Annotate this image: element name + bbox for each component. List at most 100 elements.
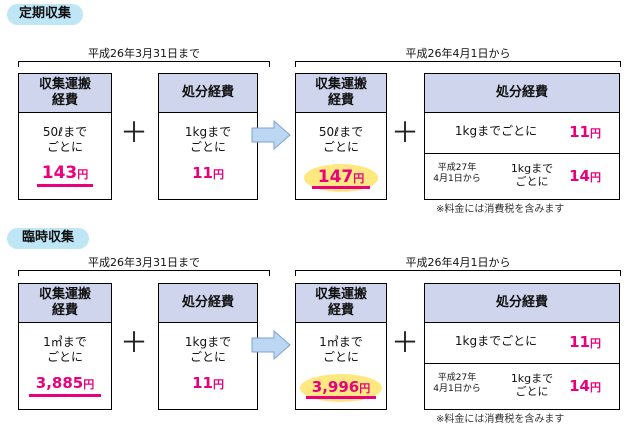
bracket-tick: [269, 270, 270, 276]
old-collection-box: 収集運搬 経費 1㎥まで ごとに 3,885円: [18, 283, 112, 410]
collection-header-line1: 収集運搬: [314, 287, 367, 302]
bracket-tick: [295, 61, 296, 67]
old-price-value: 3,885: [35, 374, 84, 392]
section-title-pill: 定期収集: [7, 4, 83, 25]
disposal-unit-line2: ごとに: [189, 140, 226, 154]
disposal-row1-label: 1kgまでごとに: [454, 334, 538, 348]
new-disposal-price1: 11円: [555, 332, 615, 354]
new-collection-box: 収集運搬 経費 50ℓまで ごとに 147円: [295, 73, 387, 200]
unit-text: 50ℓまで ごとに: [296, 125, 386, 155]
plus-sign: ＋: [119, 326, 148, 359]
old-disposal-price: 11円: [159, 163, 257, 185]
unit-line1: 50ℓまで: [42, 125, 88, 139]
plus-sign: ＋: [390, 116, 419, 149]
new-disposal-price1-value: 11: [569, 333, 590, 351]
disposal-unit-line2: ごとに: [189, 350, 226, 364]
disposal-row1-label: 1kgまでごとに: [454, 124, 538, 138]
collection-header-line1: 収集運搬: [314, 77, 367, 92]
new-disposal-price2: 14円: [555, 166, 615, 188]
old-disposal-box: 処分経費 1kgまで ごとに 11円: [158, 73, 258, 200]
new-disposal-price1: 11円: [555, 122, 615, 144]
price-underline: [306, 396, 376, 399]
currency-unit: 円: [589, 171, 601, 184]
disposal-unit-text: 1kgまで ごとに: [159, 335, 257, 365]
unit-line2: ごとに: [322, 350, 359, 364]
collection-header: 収集運搬 経費: [19, 284, 111, 323]
tax-note: ※料金には消費税を含みます: [436, 414, 565, 425]
future-unit-line1: 1kgまで: [510, 372, 554, 385]
new-disposal-price2-value: 14: [569, 167, 590, 185]
old-price: 143円: [19, 163, 111, 185]
currency-unit: 円: [353, 172, 365, 185]
collection-header-line2: 経費: [327, 303, 354, 318]
unit-text: 1㎥まで ごとに: [19, 335, 111, 365]
before-period-label: 平成26年3月31日まで: [18, 47, 270, 62]
price-underline: [312, 186, 370, 189]
row-divider: [425, 363, 619, 364]
currency-unit: 円: [359, 382, 371, 395]
new-disposal-price1-value: 11: [569, 123, 590, 141]
plus-sign: ＋: [119, 116, 148, 149]
unit-line2: ごとに: [46, 140, 83, 154]
future-date: 平成27年 4月1日から: [429, 163, 485, 185]
old-disposal-price-value: 11: [192, 374, 213, 392]
unit-line1: 1㎥まで: [319, 335, 363, 349]
unit-text: 50ℓまで ごとに: [19, 125, 111, 155]
future-date-line1: 平成27年: [437, 373, 477, 383]
disposal-header: 処分経費: [425, 284, 619, 323]
currency-unit: 円: [77, 168, 89, 181]
before-period-label: 平成26年3月31日まで: [18, 256, 270, 271]
collection-header-line2: 経費: [51, 93, 78, 108]
disposal-header: 処分経費: [159, 284, 257, 323]
row-divider: [425, 153, 619, 154]
currency-unit: 円: [83, 378, 95, 391]
after-period-label: 平成26年4月1日から: [295, 256, 621, 271]
collection-header-line1: 収集運搬: [38, 287, 91, 302]
future-unit-line1: 1kgまで: [510, 162, 554, 175]
section-title-pill: 臨時収集: [7, 228, 89, 249]
tax-note: ※料金には消費税を含みます: [436, 204, 565, 215]
disposal-header: 処分経費: [425, 74, 619, 113]
collection-header-line2: 経費: [327, 93, 354, 108]
disposal-header: 処分経費: [159, 74, 257, 113]
unit-text: 1㎥まで ごとに: [296, 335, 386, 365]
new-price: 3,996円: [296, 377, 386, 399]
unit-line2: ごとに: [322, 140, 359, 154]
currency-unit: 円: [589, 381, 601, 394]
new-price: 147円: [296, 167, 386, 189]
bracket-tick: [295, 270, 296, 276]
new-disposal-price2: 14円: [555, 376, 615, 398]
new-disposal-box: 処分経費 1kgまでごとに 11円 平成27年 4月1日から 1kgまで ごとに…: [424, 73, 620, 200]
new-disposal-price2-value: 14: [569, 377, 590, 395]
future-unit-text: 1kgまで ごとに: [507, 372, 557, 398]
unit-line1: 1㎥まで: [43, 335, 87, 349]
new-price-value: 3,996: [311, 378, 360, 396]
future-date-line2: 4月1日から: [433, 384, 481, 394]
future-date-line1: 平成27年: [437, 163, 477, 173]
new-collection-box: 収集運搬 経費 1㎥まで ごとに 3,996円: [295, 283, 387, 410]
disposal-unit-line1: 1kgまで: [184, 125, 232, 139]
currency-unit: 円: [589, 127, 601, 140]
future-date-line2: 4月1日から: [433, 174, 481, 184]
future-unit-text: 1kgまで ごとに: [507, 162, 557, 188]
bracket-tick: [620, 61, 621, 67]
bracket-tick: [620, 270, 621, 276]
price-underline: [37, 184, 93, 187]
currency-unit: 円: [589, 337, 601, 350]
right-arrow-icon: [251, 330, 291, 360]
old-collection-box: 収集運搬 経費 50ℓまで ごとに 143円: [18, 73, 112, 200]
old-disposal-price-value: 11: [192, 164, 213, 182]
price-underline: [29, 394, 101, 397]
disposal-unit-line1: 1kgまで: [184, 335, 232, 349]
collection-header: 収集運搬 経費: [296, 74, 386, 113]
collection-header: 収集運搬 経費: [296, 284, 386, 323]
bracket-tick: [269, 61, 270, 67]
future-unit-line2: ごとに: [515, 175, 549, 188]
collection-header: 収集運搬 経費: [19, 74, 111, 113]
bracket-tick: [18, 61, 19, 67]
disposal-unit-text: 1kgまで ごとに: [159, 125, 257, 155]
unit-line1: 50ℓまで: [318, 125, 364, 139]
currency-unit: 円: [212, 378, 224, 391]
after-period-label: 平成26年4月1日から: [295, 47, 621, 62]
unit-line2: ごとに: [46, 350, 83, 364]
